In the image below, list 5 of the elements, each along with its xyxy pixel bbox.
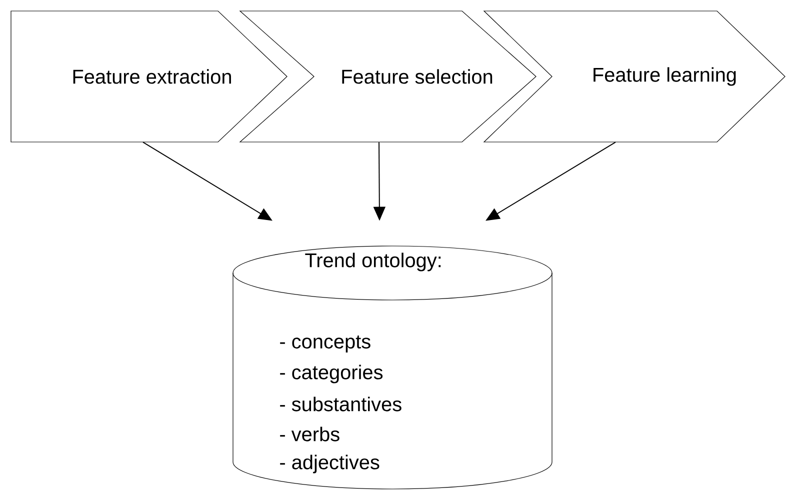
node-label: - categories xyxy=(280,364,383,384)
node-label: - verbs xyxy=(280,426,340,442)
node-label: - adjectives xyxy=(280,454,380,474)
node-label: - concepts xyxy=(280,336,370,353)
node-label: - substantives xyxy=(280,396,402,412)
